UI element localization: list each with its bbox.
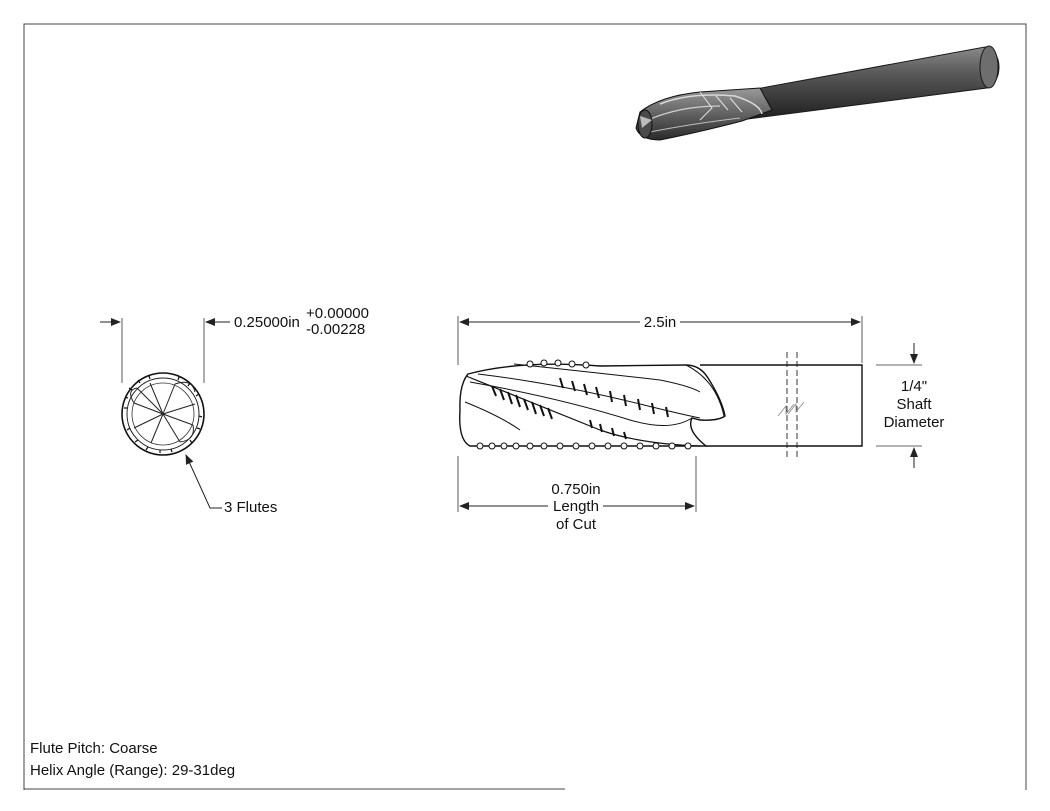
flute-pitch-note: Flute Pitch: Coarse [30,740,158,757]
helix-angle-note: Helix Angle (Range): 29-31deg [30,762,236,779]
sheet-border [23,23,1027,790]
side-view [457,316,922,512]
shaft-diameter-value: 1/4" [901,378,927,395]
shaft-diameter-line1: Shaft [896,396,932,413]
diameter-tolerance-plus: +0.00000 [306,305,369,322]
end-view [100,318,230,509]
diameter-nominal-label: 0.25000in [234,314,300,331]
length-of-cut-line1: Length [553,498,599,515]
length-of-cut-value: 0.750in [551,481,600,498]
shaft-diameter-line2: Diameter [884,414,945,431]
flutes-callout: 3 Flutes [224,499,277,516]
length-of-cut-line2: of Cut [556,516,597,533]
end-mill-3d-render [635,45,1000,141]
overall-length-label: 2.5in [644,314,677,331]
diameter-tolerance-minus: -0.00228 [306,321,365,338]
